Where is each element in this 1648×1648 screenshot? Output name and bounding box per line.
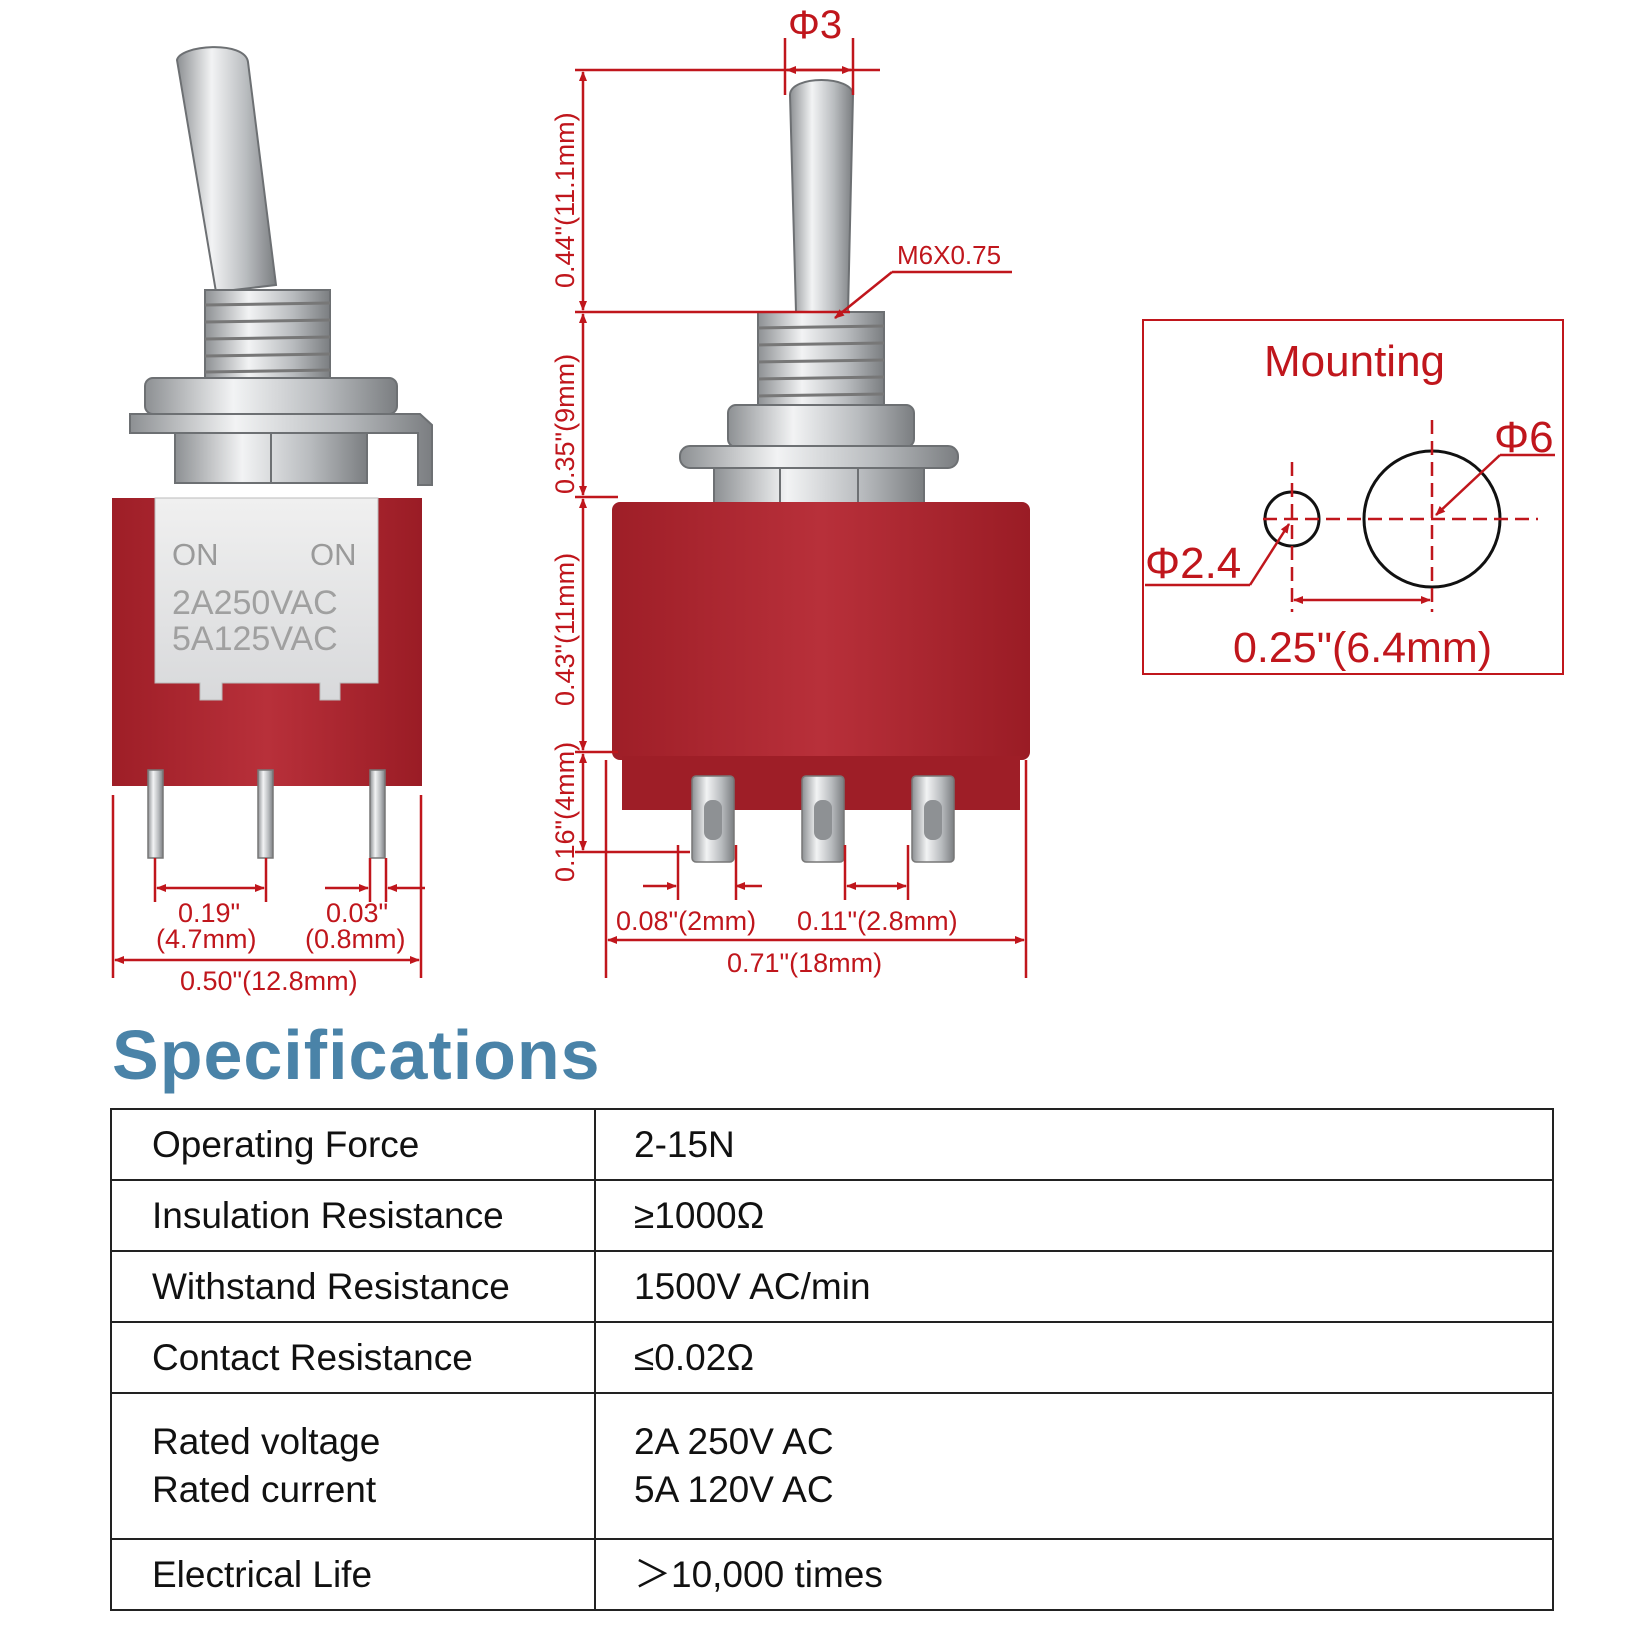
plate-label-on-left: ON	[172, 537, 219, 572]
spec-label: Insulation Resistance	[152, 1194, 504, 1236]
side-pin-1	[147, 769, 164, 859]
side-view-switch: ON ON 2A250VAC 5A125VAC	[112, 46, 433, 859]
mounting-spacing-label: 0.25"(6.4mm)	[1233, 624, 1492, 672]
spec-row: Electrical Life ＞10,000 times	[110, 1538, 1554, 1611]
spec-label: Rated voltage	[152, 1421, 381, 1462]
dim-thread: M6X0.75	[897, 240, 1001, 270]
spec-label: Rated current	[152, 1469, 377, 1510]
spec-label: Electrical Life	[152, 1553, 373, 1595]
spec-row: Insulation Resistance ≥1000Ω	[110, 1179, 1554, 1252]
spec-value: ≥1000Ω	[634, 1194, 765, 1236]
spec-value-cell: 2-15N	[594, 1108, 1554, 1181]
plate-rating-line-1: 2A250VAC	[172, 584, 338, 622]
plate-label-on-right: ON	[310, 537, 357, 572]
mounting-small-hole-label: Φ2.4	[1145, 539, 1241, 588]
spec-row: Contact Resistance ≤0.02Ω	[110, 1321, 1554, 1394]
side-plate	[154, 497, 379, 701]
dim-body-height: 0.43"(11mm)	[550, 553, 580, 706]
spec-row: Operating Force 2-15N	[110, 1108, 1554, 1181]
dimension-drawing: ON ON 2A250VAC 5A125VAC 0.19" (4.7mm) 0.…	[111, 3, 1564, 996]
dim-pin-thick-mm: (0.8mm)	[305, 924, 406, 954]
side-pin-2	[257, 769, 274, 859]
specifications-heading: Specifications	[112, 1016, 601, 1094]
front-solder-lug-2	[801, 775, 845, 863]
side-pin-3	[369, 769, 386, 859]
front-body	[612, 502, 1030, 760]
dim-pin-width: 0.08"(2mm)	[616, 906, 756, 936]
dim-body-width: 0.71"(18mm)	[727, 948, 882, 978]
spec-value-cell: ≥1000Ω	[594, 1179, 1554, 1252]
front-washer	[679, 445, 959, 469]
spec-value: 2A 250V AC	[634, 1421, 834, 1462]
front-solder-lug-1	[691, 775, 735, 863]
side-lever	[175, 46, 278, 294]
dim-pin-pitch-mm: (4.7mm)	[156, 924, 257, 954]
specifications-table: Operating Force 2-15N Insulation Resistanc…	[110, 1108, 1554, 1611]
spec-label: Contact Resistance	[152, 1336, 473, 1378]
front-view-dim-labels: Φ3 M6X0.75 0.44"(11.1mm) 0.35"(9mm) 0.43…	[550, 3, 1001, 978]
spec-value-cell: ≤0.02Ω	[594, 1321, 1554, 1394]
mounting-title: Mounting	[1264, 337, 1445, 386]
dim-pin-length: 0.16"(4mm)	[550, 742, 580, 882]
dim-lever-diameter: Φ3	[788, 3, 842, 47]
spec-label: Operating Force	[152, 1123, 420, 1165]
spec-value-cell: ＞10,000 times	[594, 1538, 1554, 1611]
spec-value: 2-15N	[634, 1123, 735, 1165]
side-view-dimensions	[111, 795, 425, 978]
spec-value: ＞10,000 times	[634, 1553, 883, 1595]
mounting-diagram: Mounting Φ6 Φ2.4 0.25"(6.4mm)	[1142, 319, 1564, 675]
dim-pin-gap: 0.11"(2.8mm)	[797, 906, 958, 936]
front-view-switch	[612, 79, 1030, 863]
side-thread	[204, 289, 331, 383]
dim-lever-height: 0.44"(11.1mm)	[550, 112, 580, 288]
front-lever	[788, 79, 855, 313]
spec-value-cell: 1500V AC/min	[594, 1250, 1554, 1323]
plate-rating-line-2: 5A125VAC	[172, 620, 338, 658]
front-solder-lug-3	[911, 775, 955, 863]
spec-label-cell: Insulation Resistance	[110, 1179, 596, 1252]
front-base-nut	[713, 467, 925, 507]
mounting-big-hole-label: Φ6	[1494, 413, 1554, 462]
spec-label-cell: Operating Force	[110, 1108, 596, 1181]
spec-label-cell: Electrical Life	[110, 1538, 596, 1611]
dim-side-width: 0.50"(12.8mm)	[180, 966, 358, 996]
spec-value: ≤0.02Ω	[634, 1336, 754, 1378]
front-view-dimensions	[575, 38, 1028, 978]
front-thread	[757, 311, 885, 409]
front-nut	[727, 404, 915, 448]
spec-row: Withstand Resistance 1500V AC/min	[110, 1250, 1554, 1323]
spec-label-cell: Withstand Resistance	[110, 1250, 596, 1323]
dim-pin-pitch-in: 0.19"	[178, 898, 240, 928]
spec-value: 5A 120V AC	[634, 1469, 834, 1510]
mounting-frame	[1142, 319, 1564, 675]
spec-label: Withstand Resistance	[152, 1265, 510, 1307]
side-nut	[144, 377, 398, 415]
spec-value-cell: 2A 250V AC 5A 120V AC	[594, 1392, 1554, 1540]
dim-pin-thick-in: 0.03"	[326, 898, 388, 928]
spec-label-cell: Contact Resistance	[110, 1321, 596, 1394]
side-view-dim-labels: 0.19" (4.7mm) 0.03" (0.8mm) 0.50"(12.8mm…	[156, 898, 406, 996]
dim-bushing-height: 0.35"(9mm)	[550, 354, 580, 494]
spec-value: 1500V AC/min	[634, 1265, 871, 1307]
